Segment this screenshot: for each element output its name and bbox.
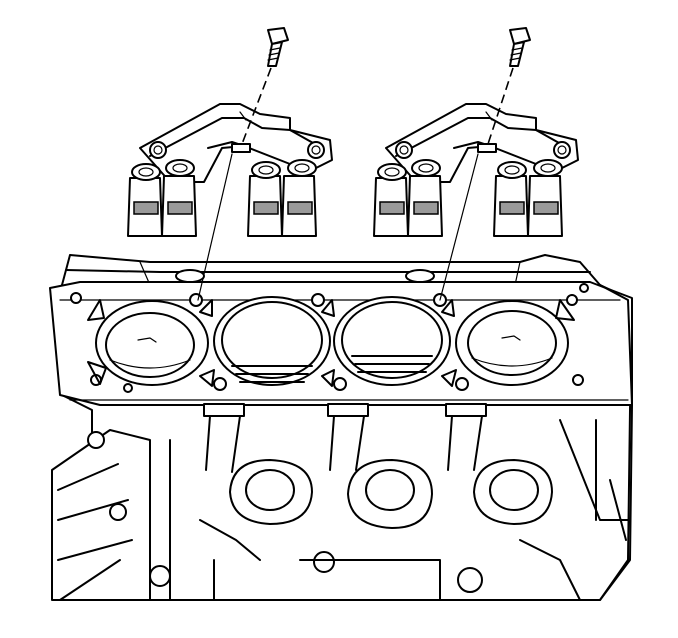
lifter-1a — [127, 163, 163, 237]
lifter-2c — [493, 161, 529, 237]
valve-lifter-guide-2 — [373, 103, 579, 237]
front-cover — [51, 429, 151, 601]
engine-block — [49, 254, 633, 601]
lifter-2d — [527, 159, 563, 237]
guide-bolt-1 — [267, 27, 289, 67]
block-top-edge — [65, 269, 591, 273]
cylinder-bore-4 — [455, 300, 569, 386]
cylinder-bore-2 — [213, 296, 331, 386]
lifter-1d — [281, 159, 317, 237]
deck-pads — [203, 403, 487, 417]
lifter-1b — [161, 159, 197, 237]
lifter-1c — [247, 161, 283, 237]
lifter-2a — [373, 163, 409, 237]
block-rear-rim — [61, 254, 601, 286]
lifter-2b — [407, 159, 443, 237]
bore-webs — [87, 299, 575, 387]
valve-lifter-guide-1 — [127, 103, 333, 237]
guide-bolt-2 — [509, 27, 531, 67]
cylinder-bore-1 — [95, 300, 209, 386]
block-side-bosses — [229, 459, 553, 529]
guide-2-alignment-line — [439, 153, 479, 301]
cylinder-bore-3 — [333, 296, 451, 386]
lifter-bores — [175, 269, 435, 283]
